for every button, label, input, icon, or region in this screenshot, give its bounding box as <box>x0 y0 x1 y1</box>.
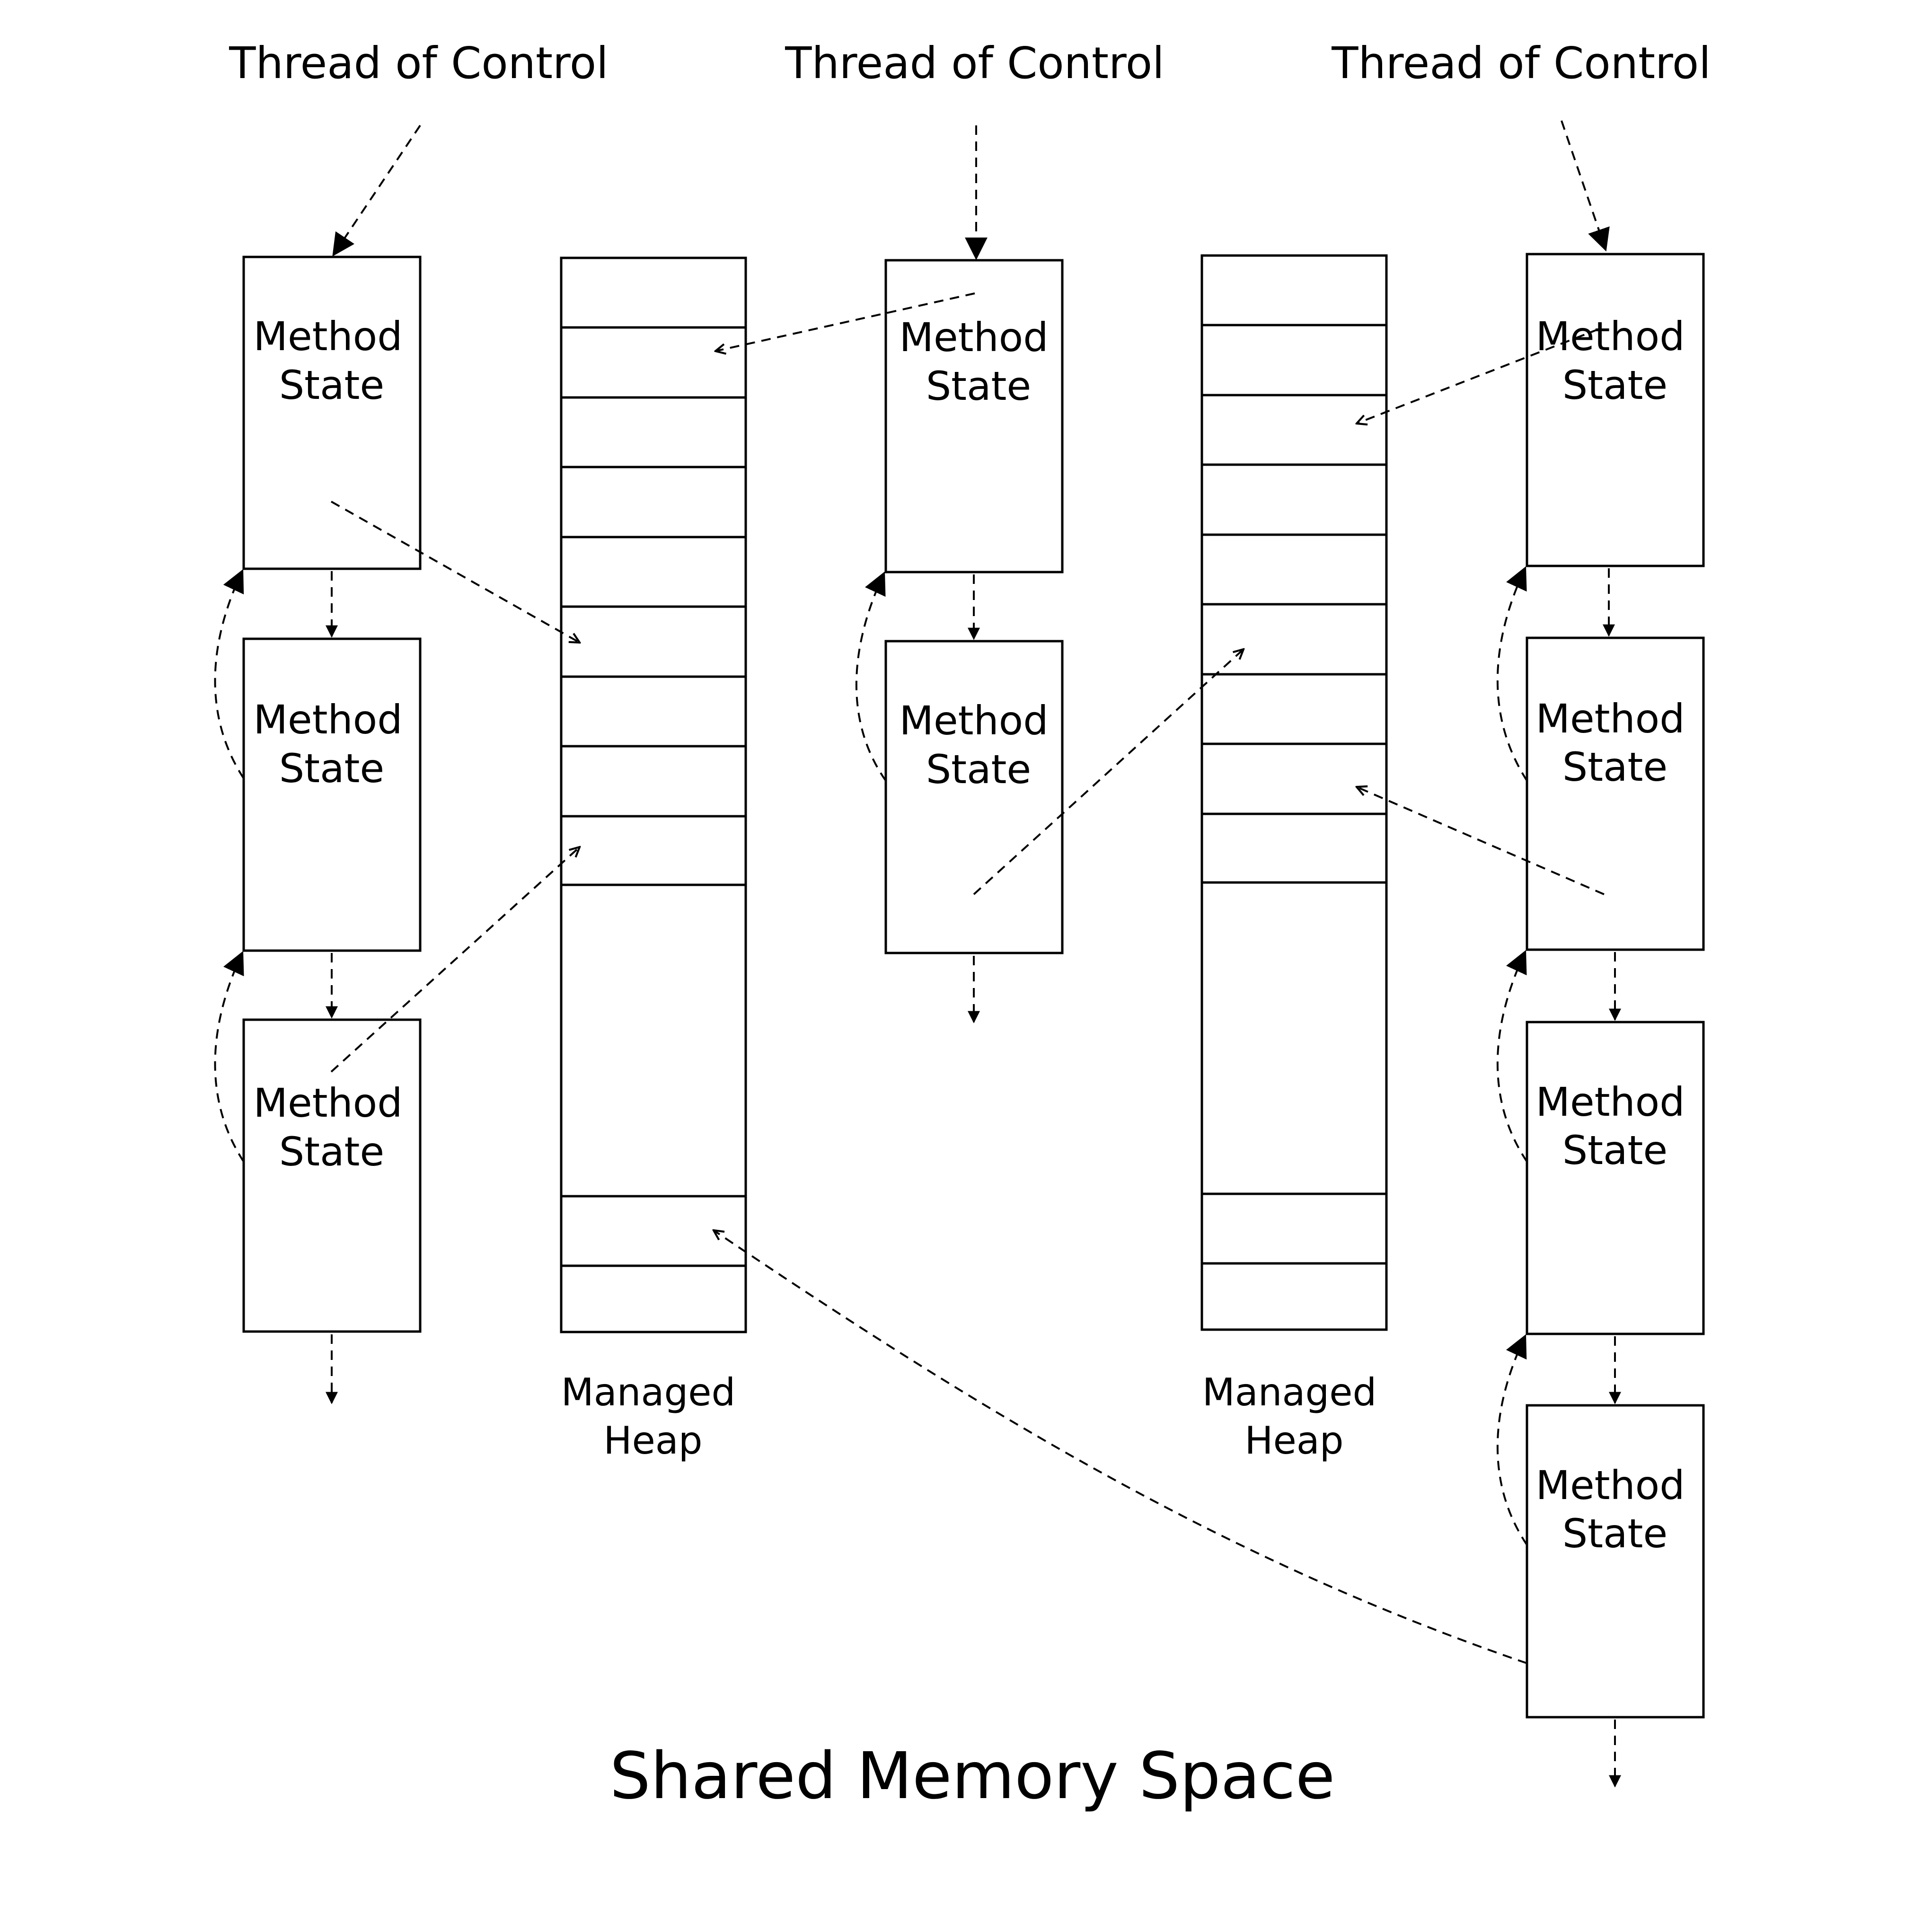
method-state-frame: Method State <box>242 637 422 952</box>
return-arrow <box>214 951 245 1163</box>
thread-3-label: Thread of Control <box>1331 38 1711 88</box>
diagram-title: Shared Memory Space <box>610 1739 1335 1814</box>
return-arrow <box>214 569 245 779</box>
heap-1-label-line1: Managed <box>561 1370 736 1414</box>
managed-heap-2: Managed Heap <box>1200 254 1388 1463</box>
heap-1-label-line2: Heap <box>603 1419 702 1463</box>
method-state-frame: Method State <box>1526 1404 1705 1719</box>
thread-1-label: Thread of Control <box>229 38 608 88</box>
method-state-frame: Method State <box>242 1018 422 1333</box>
thread-3-entry-arrow <box>1561 120 1610 252</box>
method-label: Method <box>253 313 402 360</box>
state-label: State <box>1562 362 1667 408</box>
reference-arrow <box>1357 328 1600 423</box>
thread-3-stack: Method State Method State Method State M… <box>1496 253 1705 1788</box>
state-label: State <box>279 362 384 408</box>
state-label: State <box>926 363 1031 409</box>
state-label: State <box>1562 1510 1667 1557</box>
state-label: State <box>279 1129 384 1175</box>
reference-arrow <box>330 847 580 1073</box>
thread-1-entry-arrow <box>332 124 421 256</box>
method-state-frame: Method State <box>884 640 1064 954</box>
return-arrow <box>1496 950 1528 1163</box>
heap-2-label-line2: Heap <box>1244 1419 1343 1463</box>
method-state-frame: Method State <box>884 259 1064 573</box>
managed-heap-1: Managed Heap <box>560 256 747 1463</box>
state-label: State <box>926 746 1031 793</box>
thread-2-stack: Method State Method State <box>856 259 1064 1023</box>
return-arrow <box>1497 1334 1528 1546</box>
method-state-frame: Method State <box>242 256 422 570</box>
thread-2-label: Thread of Control <box>785 38 1164 88</box>
method-state-frame: Method State <box>1526 636 1705 951</box>
reference-arrow <box>714 1230 1527 1664</box>
method-label: Method <box>1535 1462 1685 1509</box>
method-label: Method <box>253 697 402 743</box>
method-state-frame: Method State <box>1526 253 1705 567</box>
return-arrow <box>1496 566 1528 782</box>
method-label: Method <box>899 697 1048 744</box>
method-label: Method <box>1535 696 1685 742</box>
method-label: Method <box>899 314 1048 361</box>
thread-1-stack: Method State Method State Method State <box>214 256 422 1404</box>
state-label: State <box>1562 744 1667 790</box>
heap-2-label-line1: Managed <box>1202 1370 1377 1414</box>
method-label: Method <box>1535 313 1685 360</box>
reference-arrow <box>973 649 1244 895</box>
method-label: Method <box>253 1080 402 1126</box>
method-label: Method <box>1535 1079 1685 1125</box>
reference-arrow <box>1357 787 1605 895</box>
method-state-frame: Method State <box>1526 1021 1705 1335</box>
reference-arrow <box>715 292 975 351</box>
state-label: State <box>279 745 384 792</box>
return-arrow <box>856 571 887 782</box>
state-label: State <box>1562 1127 1667 1173</box>
